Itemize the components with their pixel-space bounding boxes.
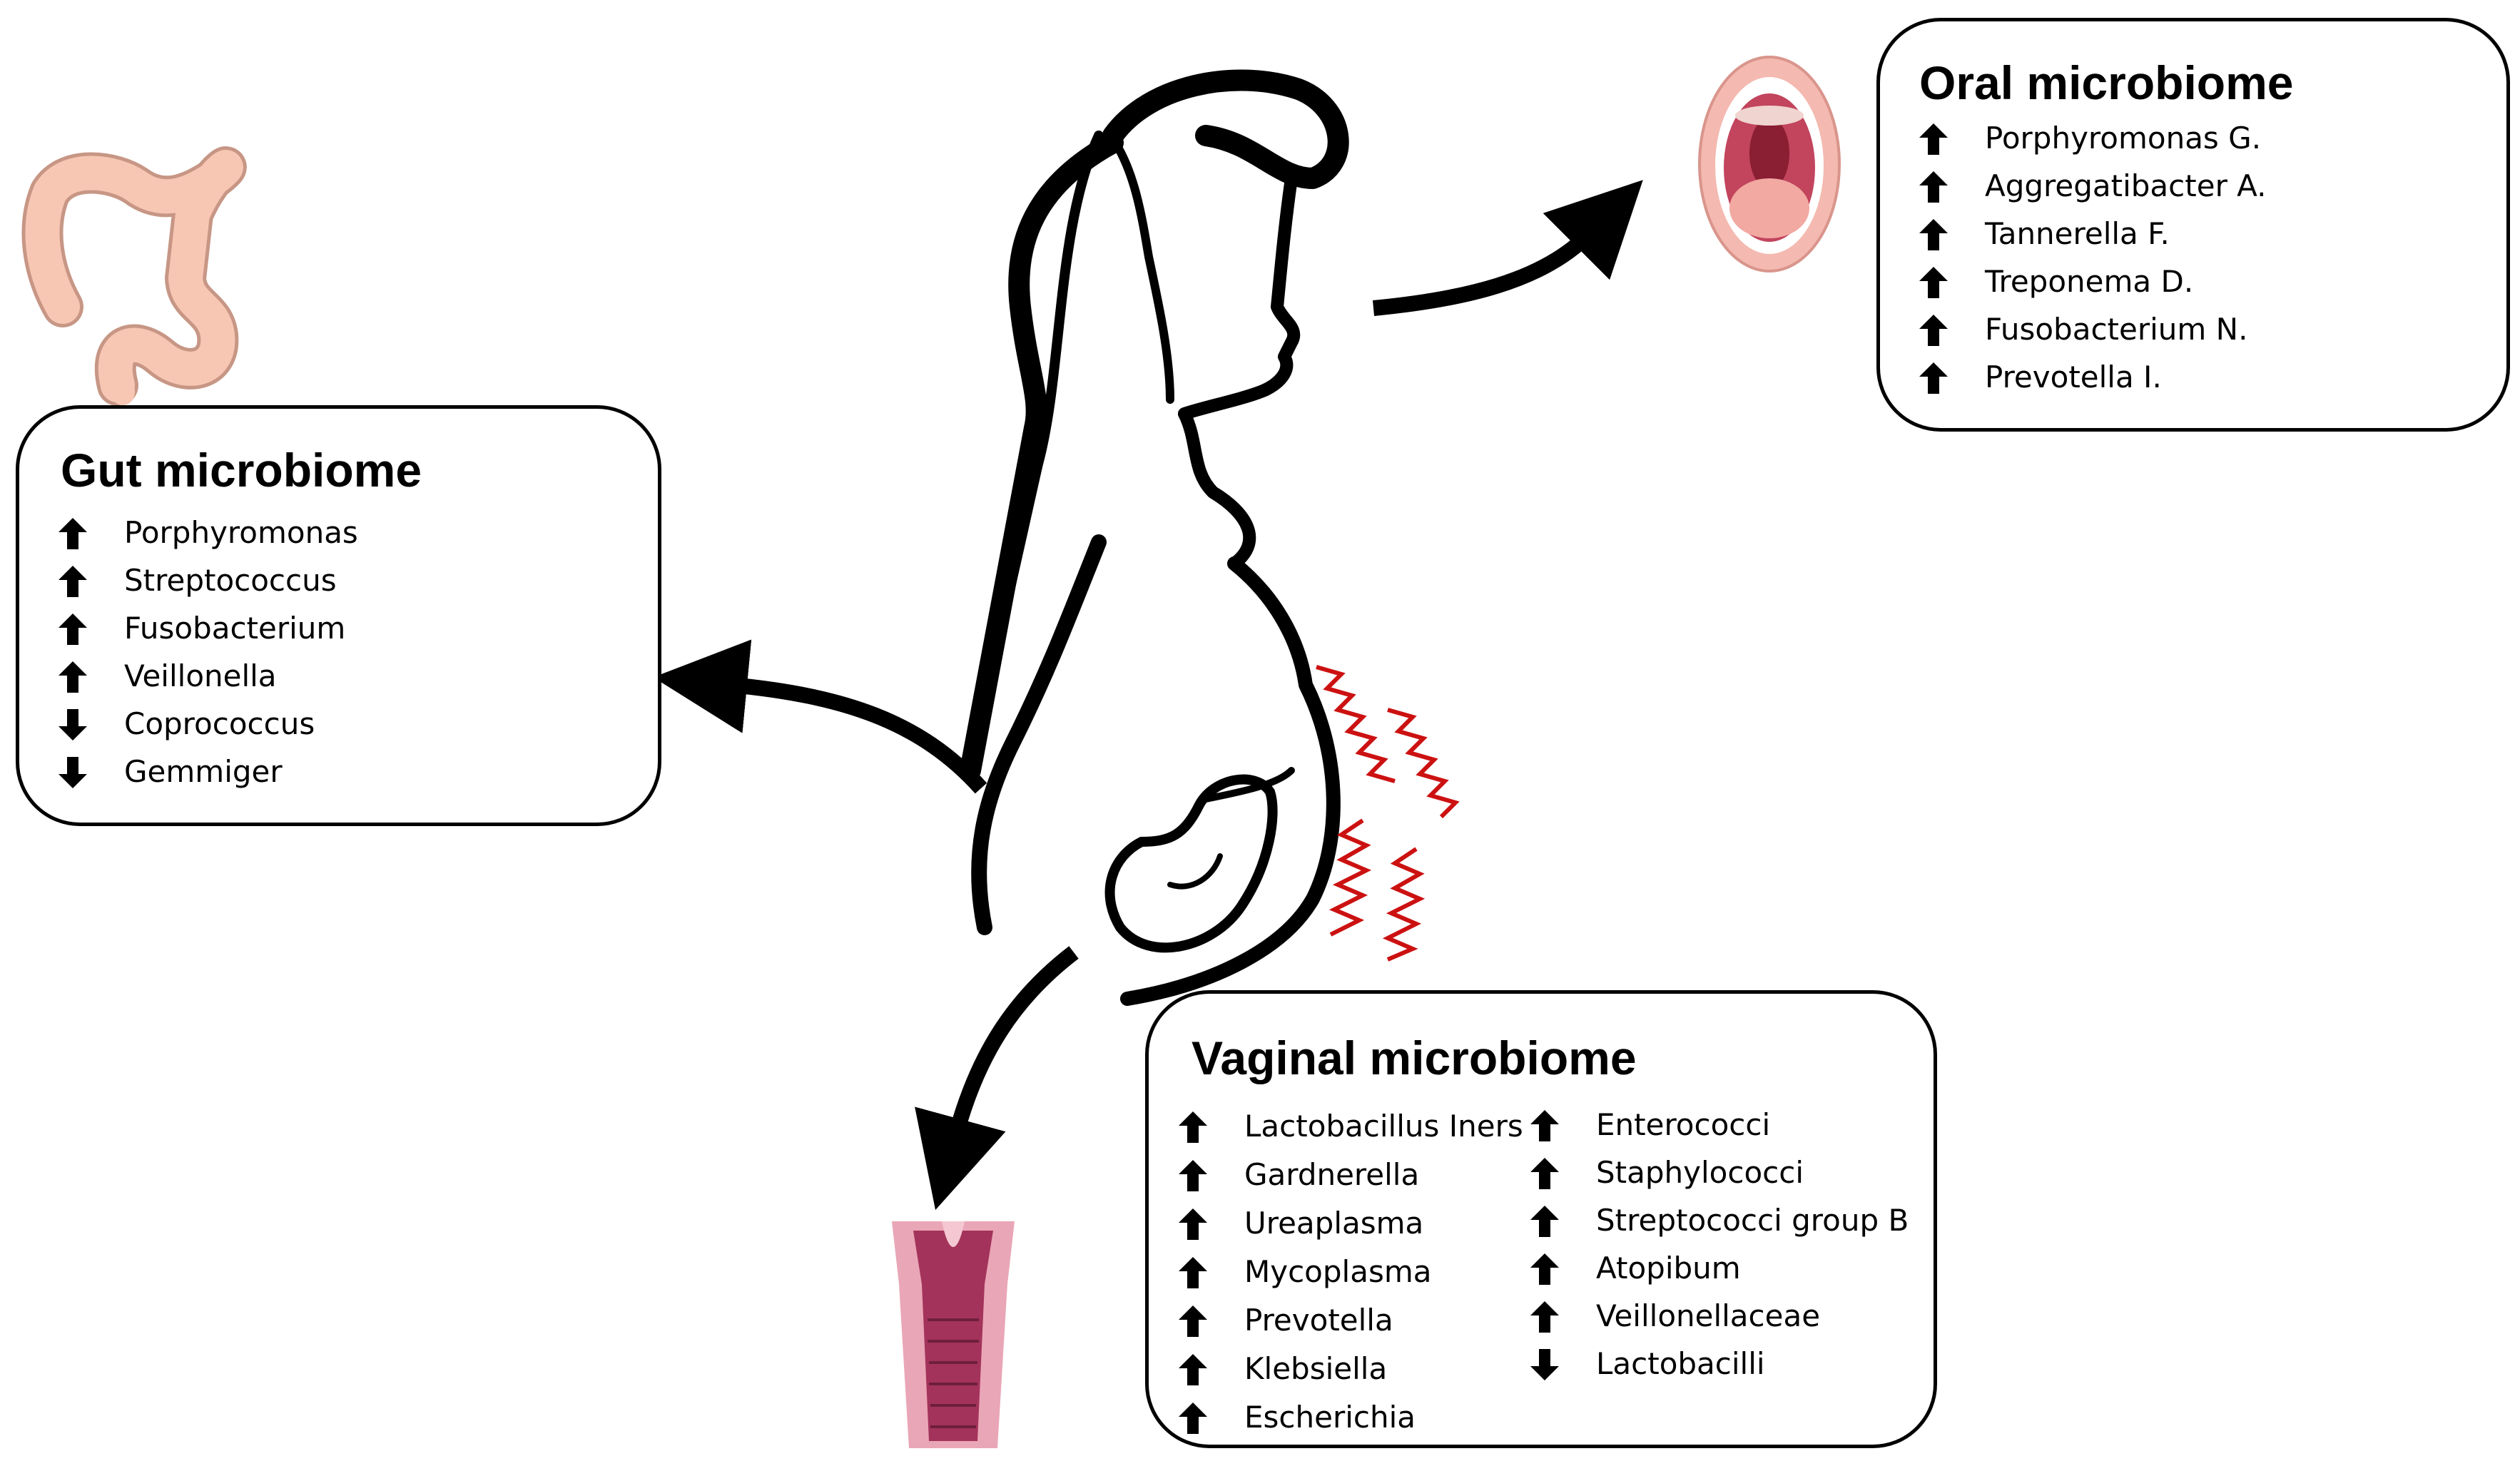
arrow-up-icon	[1919, 315, 1948, 346]
contraction-lines-icon	[1316, 665, 1460, 962]
list-item-label: Veillonellaceae	[1596, 1298, 1821, 1333]
arrow-up-icon	[1919, 123, 1948, 155]
vaginal-box-title: Vaginal microbiome	[1192, 1032, 1637, 1084]
list-item-label: Tannerella F.	[1985, 216, 2170, 251]
list-item-label: Escherichia	[1244, 1400, 1416, 1435]
pregnant-woman-icon	[960, 69, 1349, 1006]
list-item-label: Fusobacterium	[124, 611, 346, 646]
list-item-label: Lactobacillus Iners	[1244, 1109, 1523, 1144]
list-item-label: Klebsiella	[1244, 1351, 1388, 1386]
arrow-to-gut	[653, 639, 987, 794]
vagina-icon	[892, 1221, 1015, 1448]
arrow-up-icon	[1179, 1160, 1207, 1191]
list-item-label: Veillonella	[124, 658, 277, 693]
arrow-down-icon	[59, 709, 87, 740]
arrow-up-icon	[1919, 267, 1948, 298]
list-item-label: Ureaplasma	[1244, 1206, 1424, 1241]
arrow-up-icon	[1530, 1253, 1559, 1285]
arrow-up-icon	[1530, 1158, 1559, 1189]
gut-box-title: Gut microbiome	[61, 444, 422, 497]
arrow-up-icon	[59, 566, 87, 597]
arrow-down-icon	[59, 757, 87, 788]
list-item-label: Coprococcus	[124, 706, 315, 741]
arrow-up-icon	[1179, 1257, 1207, 1288]
arrow-up-icon	[1530, 1110, 1559, 1141]
arrow-to-oral	[1372, 180, 1643, 316]
arrow-up-icon	[1179, 1403, 1207, 1434]
list-item-label: Gardnerella	[1244, 1157, 1420, 1192]
oral-box-title: Oral microbiome	[1919, 56, 2294, 109]
list-item-label: Treponema D.	[1985, 264, 2194, 299]
arrow-down-icon	[1530, 1349, 1559, 1380]
arrow-up-icon	[1179, 1306, 1207, 1337]
arrow-up-icon	[59, 661, 87, 693]
list-item-label: Prevotella	[1244, 1303, 1393, 1338]
arrow-up-icon	[1530, 1206, 1559, 1237]
list-item-label: Porphyromonas G.	[1985, 121, 2262, 156]
arrow-up-icon	[1179, 1354, 1207, 1385]
arrow-up-icon	[59, 614, 87, 645]
list-item-label: Fusobacterium N.	[1985, 312, 2248, 347]
arrow-up-icon	[1179, 1111, 1207, 1143]
list-item-label: Staphylococci	[1596, 1155, 1804, 1190]
list-item-label: Porphyromonas	[124, 515, 358, 550]
arrow-up-icon	[1919, 219, 1948, 250]
arrow-up-icon	[1530, 1301, 1559, 1333]
arrow-up-icon	[1179, 1208, 1207, 1240]
list-item-label: Enterococci	[1596, 1107, 1771, 1142]
arrow-up-icon	[1919, 171, 1948, 203]
list-item-label: Atopibum	[1596, 1251, 1741, 1286]
list-item-label: Aggregatibacter A.	[1985, 168, 2267, 203]
list-item-label: Streptococci group B	[1596, 1203, 1909, 1238]
arrow-to-vaginal	[915, 946, 1079, 1211]
arrow-up-icon	[1919, 362, 1948, 394]
mouth-icon	[1698, 56, 1841, 273]
list-item-label: Mycoplasma	[1244, 1254, 1432, 1289]
list-item-label: Prevotella I.	[1985, 360, 2162, 395]
list-item-label: Gemmiger	[124, 754, 283, 789]
arrow-up-icon	[59, 518, 87, 549]
oral-microbiome-box: Oral microbiome	[1876, 18, 2510, 432]
list-item-label: Lactobacilli	[1596, 1346, 1765, 1381]
colon-icon	[21, 146, 247, 406]
gut-microbiome-box: Gut microbiome	[16, 405, 661, 826]
list-item-label: Streptococcus	[124, 563, 337, 598]
fetus-icon	[1104, 767, 1295, 953]
